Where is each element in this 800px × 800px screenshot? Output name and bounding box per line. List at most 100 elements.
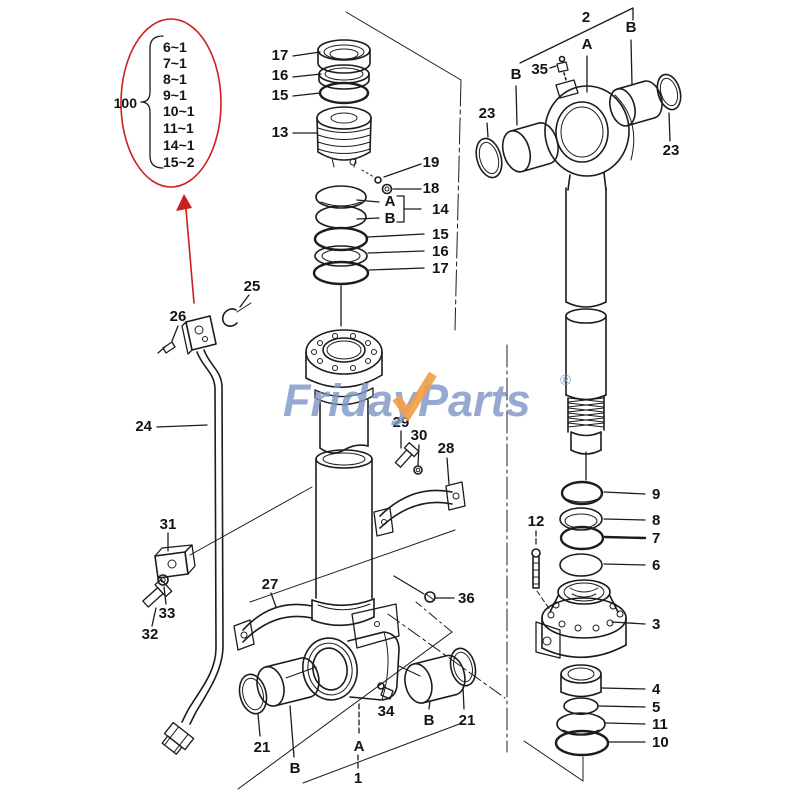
label-A-piston: A [385, 193, 396, 210]
part-11-seal [556, 712, 606, 736]
part-17-seal-top [317, 39, 371, 74]
brace-icon [140, 35, 164, 169]
part-B-rod-bushing-right [608, 80, 663, 127]
label-15-mid: 15 [432, 226, 449, 243]
label-16-mid: 16 [432, 243, 449, 260]
label-16-top: 16 [272, 67, 289, 84]
part-5-ring [563, 697, 599, 715]
label-1: 1 [354, 770, 362, 787]
label-28: 28 [438, 440, 455, 457]
label-23-right: 23 [663, 142, 680, 159]
label-27: 27 [262, 576, 279, 593]
red-ellipse [120, 18, 222, 188]
rod-shaft [565, 187, 607, 481]
part-32-bolt [142, 578, 173, 608]
watermark-check-icon [392, 371, 437, 422]
ratio-list: 6~1 7~1 8~1 9~1 10~1 11~1 14~1 15~2 [163, 39, 195, 170]
label-12: 12 [528, 513, 545, 530]
ratio-item: 15~2 [163, 154, 195, 170]
part-34-grease-fitting [377, 682, 394, 700]
label-32: 32 [142, 626, 159, 643]
part-4-bushing [560, 664, 602, 698]
part-21-ring-right [449, 647, 477, 687]
part-27-clamp-band [233, 603, 313, 651]
part-B-bushing-right [404, 654, 466, 704]
label-21-left: 21 [254, 739, 271, 756]
part-21-ring-left [238, 673, 268, 715]
label-25: 25 [244, 278, 261, 295]
red-circle-annotation: 100 6~1 7~1 8~1 9~1 10~1 11~1 14~1 15~2 [114, 18, 222, 304]
part-26-bolt [157, 341, 176, 354]
part-28-clamp-band [373, 481, 466, 537]
part-35-grease-nipple [556, 55, 569, 81]
ratio-item: 14~1 [163, 137, 195, 153]
ratio-item: 6~1 [163, 39, 187, 55]
part-B-bushing-left [256, 657, 320, 707]
part-17-ring-mid [312, 260, 370, 286]
label-30: 30 [411, 427, 428, 444]
label-13: 13 [272, 124, 289, 141]
label-36: 36 [458, 590, 475, 607]
ratio-item: 11~1 [163, 120, 194, 136]
ratio-item: 9~1 [163, 87, 187, 103]
label-17-top: 17 [272, 47, 289, 64]
part-19-ball [361, 169, 382, 184]
cylinder-tube [311, 449, 400, 649]
label-B-left: B [290, 760, 301, 777]
part-B-rod-bushing-left [501, 122, 559, 173]
cylinder-bottom-eye [285, 631, 421, 701]
ratio-item: 7~1 [163, 55, 187, 71]
rod-head-eye [544, 79, 635, 191]
part-29-bolt [394, 442, 420, 468]
watermark: FridayParts ® [283, 371, 571, 426]
part-23-ring-left [475, 137, 503, 179]
watermark-registered-mark: ® [560, 372, 571, 389]
part-10-seal [554, 729, 610, 757]
part-7-ring [559, 525, 605, 551]
part-31-clamp-block [154, 544, 196, 579]
label-15-top: 15 [272, 87, 289, 104]
label-18: 18 [423, 180, 440, 197]
label-B-piston: B [385, 210, 396, 227]
bracket-rod-assembly [519, 7, 634, 64]
part-36-plug [393, 575, 436, 603]
phantom-lines [189, 11, 584, 790]
label-7: 7 [652, 530, 660, 547]
label-B-rod-left: B [511, 66, 522, 83]
label-24: 24 [135, 418, 152, 435]
label-35: 35 [531, 61, 548, 78]
label-17-mid: 17 [432, 260, 449, 277]
label-33: 33 [159, 605, 176, 622]
part-13-piston [316, 106, 372, 168]
label-3: 3 [652, 616, 660, 633]
label-34: 34 [378, 703, 395, 720]
part-9-ring [560, 480, 604, 506]
ratio-item: 10~1 [163, 103, 195, 119]
label-6: 6 [652, 557, 660, 574]
ratio-item: 8~1 [163, 71, 187, 87]
cylinder-head-gland [305, 329, 383, 454]
part-24-pipe [161, 349, 224, 755]
label-B-right: B [424, 712, 435, 729]
label-5: 5 [652, 699, 660, 716]
part-12-bolt [531, 548, 551, 611]
label-11: 11 [652, 716, 668, 733]
label-21-right: 21 [459, 712, 476, 729]
bracket-14 [396, 195, 405, 223]
label-10: 10 [652, 734, 669, 751]
label-9: 9 [652, 486, 660, 503]
part-14B-ring [315, 205, 367, 229]
pipe-elbow-flange [181, 315, 217, 355]
part-18-plug [381, 183, 393, 195]
label-8: 8 [652, 512, 660, 529]
label-14: 14 [432, 201, 449, 218]
red-arrow-icon [176, 194, 195, 304]
label-A-tube: A [354, 738, 365, 755]
label-19: 19 [423, 154, 440, 171]
label-4: 4 [652, 681, 661, 698]
part-30-washer [413, 465, 423, 475]
label-29: 29 [393, 414, 410, 431]
label-26: 26 [170, 308, 187, 325]
label-A-rod: A [582, 36, 593, 53]
label-B-rod-right: B [626, 19, 637, 36]
